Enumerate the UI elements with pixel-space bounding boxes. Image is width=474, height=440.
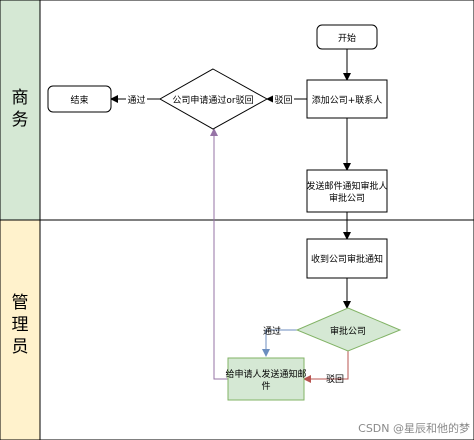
node-receive-notice[interactable]: 收到公司审批通知 <box>306 238 388 279</box>
edge-approve-pass <box>262 329 297 357</box>
svg-text:结束: 结束 <box>70 94 88 106</box>
node-add-company[interactable]: 添加公司+联系人 <box>306 79 388 119</box>
edge-label-reject-bottom: 驳回 <box>326 374 344 385</box>
edge-label-reject-top: 驳回 <box>274 95 292 106</box>
node-start[interactable]: 开始 <box>316 24 378 50</box>
watermark: CSDN @星辰和他的梦 <box>358 421 470 435</box>
lane-business: 商务 <box>0 0 474 221</box>
edge-approve-reject <box>303 351 349 383</box>
svg-text:开始: 开始 <box>338 32 356 44</box>
lane-business-label: 商务 <box>12 88 29 130</box>
node-send-notice-text: 发送邮件通知审批人审批公司 <box>306 180 387 204</box>
edge-notify-to-decision <box>210 128 228 380</box>
node-decision-company[interactable]: 公司申请通过or驳回 <box>158 68 269 130</box>
lane-admin-label: 管理员 <box>12 293 29 357</box>
svg-text:公司申请通过or驳回: 公司申请通过or驳回 <box>172 94 253 106</box>
edge-label-pass-bottom: 通过 <box>263 325 281 337</box>
edge-label-bg <box>273 93 294 105</box>
edges <box>110 49 351 383</box>
node-approve-company[interactable]: 审批公司 <box>295 307 402 352</box>
node-notify-applicant-text: 给申请人发送通知邮件 <box>225 368 306 392</box>
edge-label-pass-top: 通过 <box>127 94 145 106</box>
svg-text:收到公司审批通知: 收到公司审批通知 <box>311 253 383 265</box>
node-notify-applicant[interactable]: 给申请人发送通知邮件 <box>225 357 307 401</box>
svg-text:审批公司: 审批公司 <box>330 325 366 337</box>
node-send-notice[interactable]: 发送邮件通知审批人审批公司 <box>306 169 388 213</box>
lane-admin: 管理员 <box>0 219 474 440</box>
svg-text:添加公司+联系人: 添加公司+联系人 <box>312 95 383 106</box>
edge-label-bg <box>126 93 147 105</box>
node-end[interactable]: 结束 <box>47 85 112 113</box>
